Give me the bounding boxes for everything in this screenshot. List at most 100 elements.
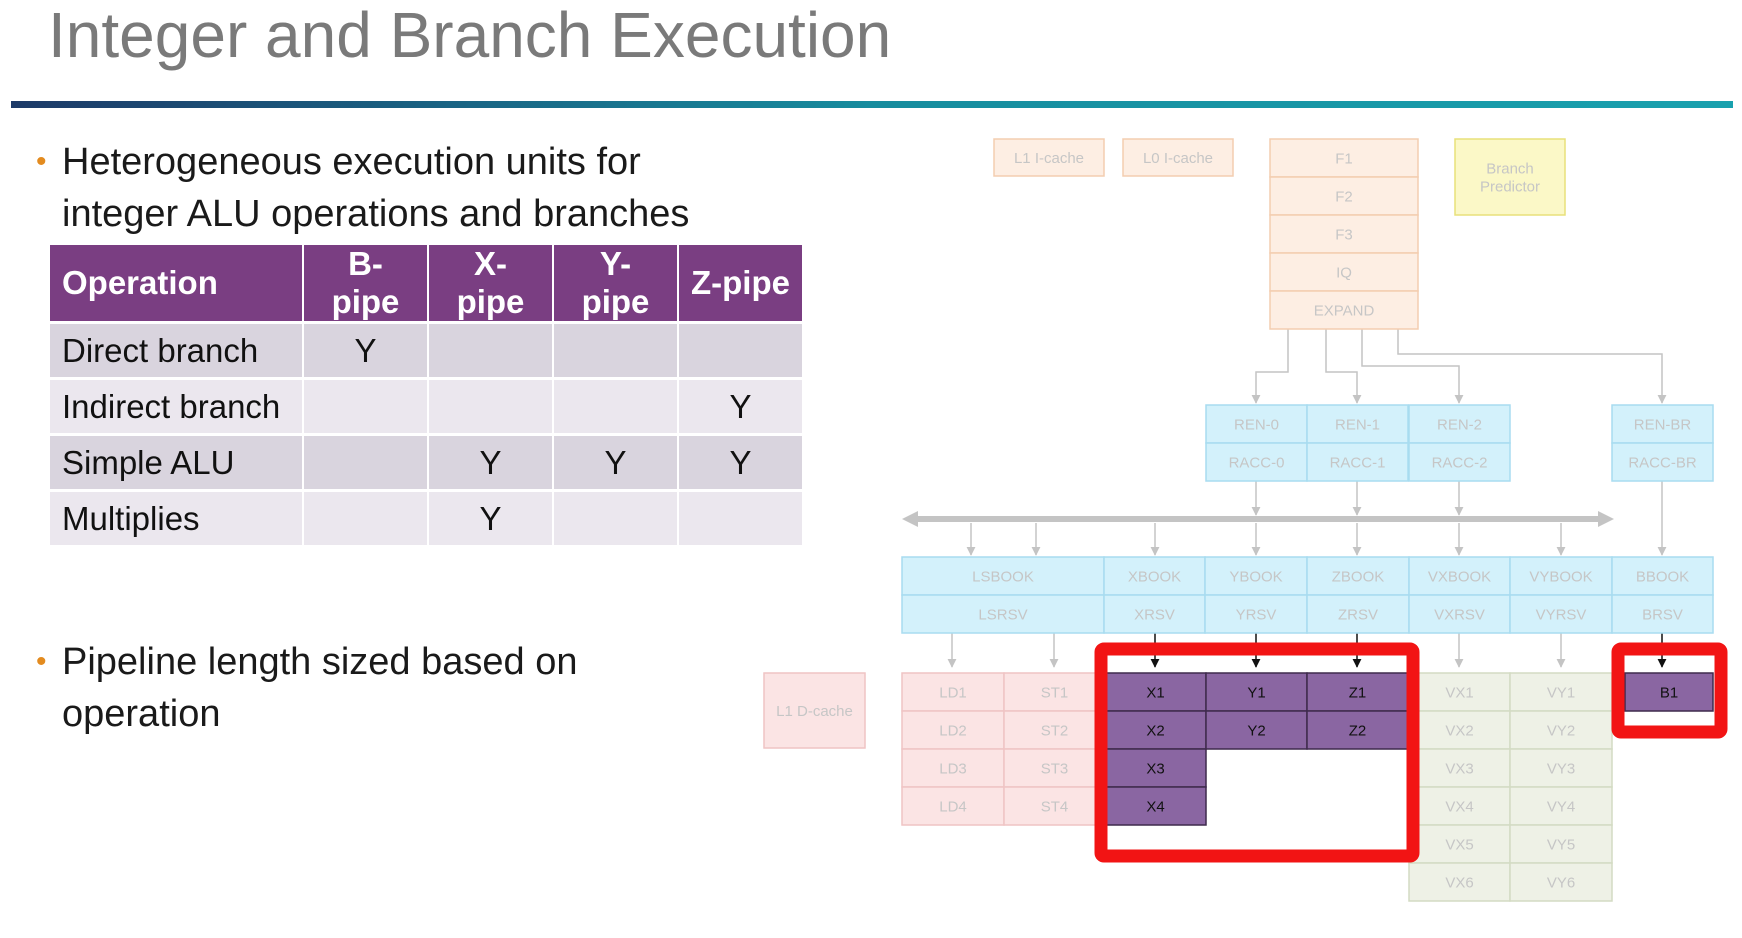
cell-b-pipe xyxy=(304,436,427,489)
cell-z-pipe xyxy=(679,324,802,377)
pipe-y2-label: Y2 xyxy=(1247,722,1265,739)
pipe-vx4-label: VX4 xyxy=(1445,798,1473,815)
rsv-brsv-label: BRSV xyxy=(1642,606,1683,623)
book-vxbook: VXBOOK xyxy=(1408,556,1511,596)
cell-b-pipe xyxy=(304,380,427,433)
pipe-vy2-label: VY2 xyxy=(1547,722,1575,739)
pipe-vx5: VX5 xyxy=(1408,824,1511,864)
pipe-st4-label: ST4 xyxy=(1041,798,1069,815)
pipe-st1-label: ST1 xyxy=(1041,684,1069,701)
branch-predictor-block-label: Branch xyxy=(1486,160,1534,177)
bullet-dot-icon: • xyxy=(36,145,47,178)
pipe-y1-label: Y1 xyxy=(1247,684,1265,701)
l1-dcache-block-label: L1 D-cache xyxy=(776,703,853,720)
pipe-st1: ST1 xyxy=(1003,672,1106,712)
cell-y-pipe xyxy=(554,380,677,433)
fetch-stage-f3: F3 xyxy=(1269,214,1419,254)
racc-racc-1-label: RACC-1 xyxy=(1330,454,1386,471)
pipe-x2-label: X2 xyxy=(1146,722,1164,739)
pipe-vx1: VX1 xyxy=(1408,672,1511,712)
rsv-lsrsv: LSRSV xyxy=(901,594,1105,634)
header-b-pipe: B-pipe xyxy=(304,245,427,321)
operations-table: Operation B-pipe X-pipe Y-pipe Z-pipe Di… xyxy=(48,242,804,548)
table-row: Multiplies Y xyxy=(50,492,802,545)
connector-arrow xyxy=(1397,329,1667,404)
header-z-pipe: Z-pipe xyxy=(679,245,802,321)
rsv-lsrsv-label: LSRSV xyxy=(978,606,1027,623)
rsv-zrsv-label: ZRSV xyxy=(1338,606,1378,623)
cell-x-pipe xyxy=(429,380,552,433)
rename-ren-1: REN-1 xyxy=(1306,404,1409,444)
book-lsbook: LSBOOK xyxy=(901,556,1105,596)
rename-ren-0-label: REN-0 xyxy=(1234,416,1279,433)
book-zbook: ZBOOK xyxy=(1306,556,1410,596)
pipe-vy6-label: VY6 xyxy=(1547,874,1575,891)
connector-arrow xyxy=(1325,329,1362,404)
pipe-x4-label: X4 xyxy=(1146,798,1164,815)
l1-icache-block: L1 I-cache xyxy=(993,138,1105,177)
pipe-ld3: LD3 xyxy=(901,748,1005,788)
bullet-2-text: Pipeline length sized based on operation xyxy=(62,641,578,735)
pipe-vx2: VX2 xyxy=(1408,710,1511,750)
pipe-vx3-label: VX3 xyxy=(1445,760,1473,777)
rename-ren-2-label: REN-2 xyxy=(1437,416,1482,433)
book-bbook-label: BBOOK xyxy=(1636,568,1689,585)
pipe-vx5-label: VX5 xyxy=(1445,836,1473,853)
l1-icache-block-label: L1 I-cache xyxy=(1014,150,1084,167)
l0-icache-block-label: L0 I-cache xyxy=(1143,150,1213,167)
pipe-x2: X2 xyxy=(1104,710,1207,750)
racc-racc-2: RACC-2 xyxy=(1408,442,1511,482)
pipe-st4: ST4 xyxy=(1003,786,1106,826)
rsv-xrsv-label: XRSV xyxy=(1134,606,1175,623)
cell-z-pipe: Y xyxy=(679,436,802,489)
table-row: Simple ALU Y Y Y xyxy=(50,436,802,489)
rsv-zrsv: ZRSV xyxy=(1306,594,1410,634)
connector-layer xyxy=(902,329,1667,668)
book-ybook: YBOOK xyxy=(1204,556,1308,596)
pipe-vx1-label: VX1 xyxy=(1445,684,1473,701)
rename-ren-br: REN-BR xyxy=(1611,404,1714,444)
book-vybook-label: VYBOOK xyxy=(1529,568,1592,585)
dispatch-bus xyxy=(902,511,1614,527)
racc-racc-1: RACC-1 xyxy=(1306,442,1409,482)
pipe-z1-label: Z1 xyxy=(1349,684,1367,701)
rename-ren-2: REN-2 xyxy=(1408,404,1511,444)
pipe-vy3-label: VY3 xyxy=(1547,760,1575,777)
pipe-vy1-label: VY1 xyxy=(1547,684,1575,701)
pipe-y2: Y2 xyxy=(1205,710,1308,750)
fetch-stage-f2: F2 xyxy=(1269,176,1419,216)
connector-arrow xyxy=(1361,329,1464,404)
rsv-vyrsv-label: VYRSV xyxy=(1536,606,1587,623)
pipe-ld2-label: LD2 xyxy=(939,722,967,739)
cell-operation: Direct branch xyxy=(50,324,302,377)
fetch-stage-iq-label: IQ xyxy=(1336,264,1352,281)
pipe-vx3: VX3 xyxy=(1408,748,1511,788)
rsv-vyrsv: VYRSV xyxy=(1509,594,1613,634)
fetch-stage-f3-label: F3 xyxy=(1335,226,1353,243)
table-header-row: Operation B-pipe X-pipe Y-pipe Z-pipe xyxy=(50,245,802,321)
bullet-1-text: Heterogeneous execution units for intege… xyxy=(62,141,690,235)
rename-ren-0: REN-0 xyxy=(1205,404,1308,444)
cell-y-pipe xyxy=(554,324,677,377)
pipe-st2: ST2 xyxy=(1003,710,1106,750)
pipe-ld4: LD4 xyxy=(901,786,1005,826)
bullet-1: • Heterogeneous execution units for inte… xyxy=(36,136,752,240)
table-row: Indirect branch Y xyxy=(50,380,802,433)
rsv-brsv: BRSV xyxy=(1611,594,1714,634)
rsv-yrsv-label: YRSV xyxy=(1236,606,1277,623)
pipe-vx6-label: VX6 xyxy=(1445,874,1473,891)
pipe-vy5: VY5 xyxy=(1509,824,1613,864)
fetch-stage-expand-label: EXPAND xyxy=(1314,302,1375,319)
fetch-stage-f1: F1 xyxy=(1269,138,1419,178)
pipe-b1: B1 xyxy=(1624,672,1714,712)
highlight-layer xyxy=(1094,642,1728,863)
racc-racc-0-label: RACC-0 xyxy=(1229,454,1285,471)
connector-arrow xyxy=(1251,329,1289,404)
rsv-vxrsv: VXRSV xyxy=(1408,594,1511,634)
rsv-yrsv: YRSV xyxy=(1204,594,1308,634)
racc-racc-br-label: RACC-BR xyxy=(1628,454,1697,471)
pipe-vx6: VX6 xyxy=(1408,862,1511,902)
title-rule xyxy=(11,101,1733,108)
